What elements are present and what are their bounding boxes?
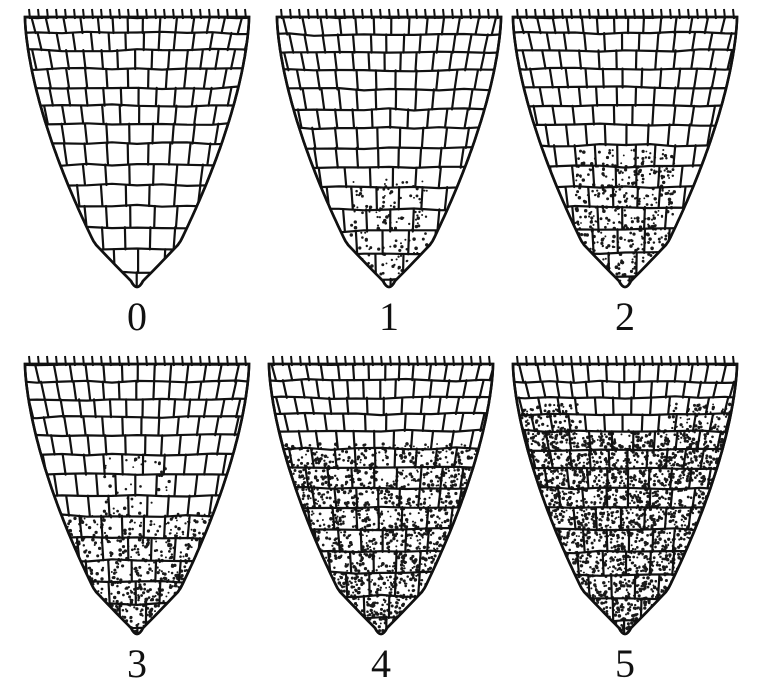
root-tip-drawing bbox=[500, 352, 750, 652]
stage-label: 2 bbox=[500, 297, 750, 337]
stage-label: 4 bbox=[256, 644, 506, 684]
panel-stage-5: 5 bbox=[500, 352, 750, 697]
root-tip-outline bbox=[25, 17, 249, 287]
stage-label: 0 bbox=[12, 297, 262, 337]
root-tip-drawing bbox=[500, 5, 750, 305]
root-tip-drawing bbox=[256, 352, 506, 652]
stage-label: 3 bbox=[12, 644, 262, 684]
panel-stage-4: 4 bbox=[256, 352, 506, 697]
root-tip-outline bbox=[513, 17, 737, 287]
stage-label: 1 bbox=[264, 297, 514, 337]
root-tip-drawing bbox=[12, 5, 262, 305]
panel-stage-0: 0 bbox=[12, 5, 262, 350]
panel-stage-3: 3 bbox=[12, 352, 262, 697]
root-tip-drawing bbox=[12, 352, 262, 652]
panel-stage-1: 1 bbox=[264, 5, 514, 350]
root-tip-outline bbox=[25, 364, 249, 634]
root-tip-drawing bbox=[264, 5, 514, 305]
stage-label: 5 bbox=[500, 644, 750, 684]
panel-stage-2: 2 bbox=[500, 5, 750, 350]
